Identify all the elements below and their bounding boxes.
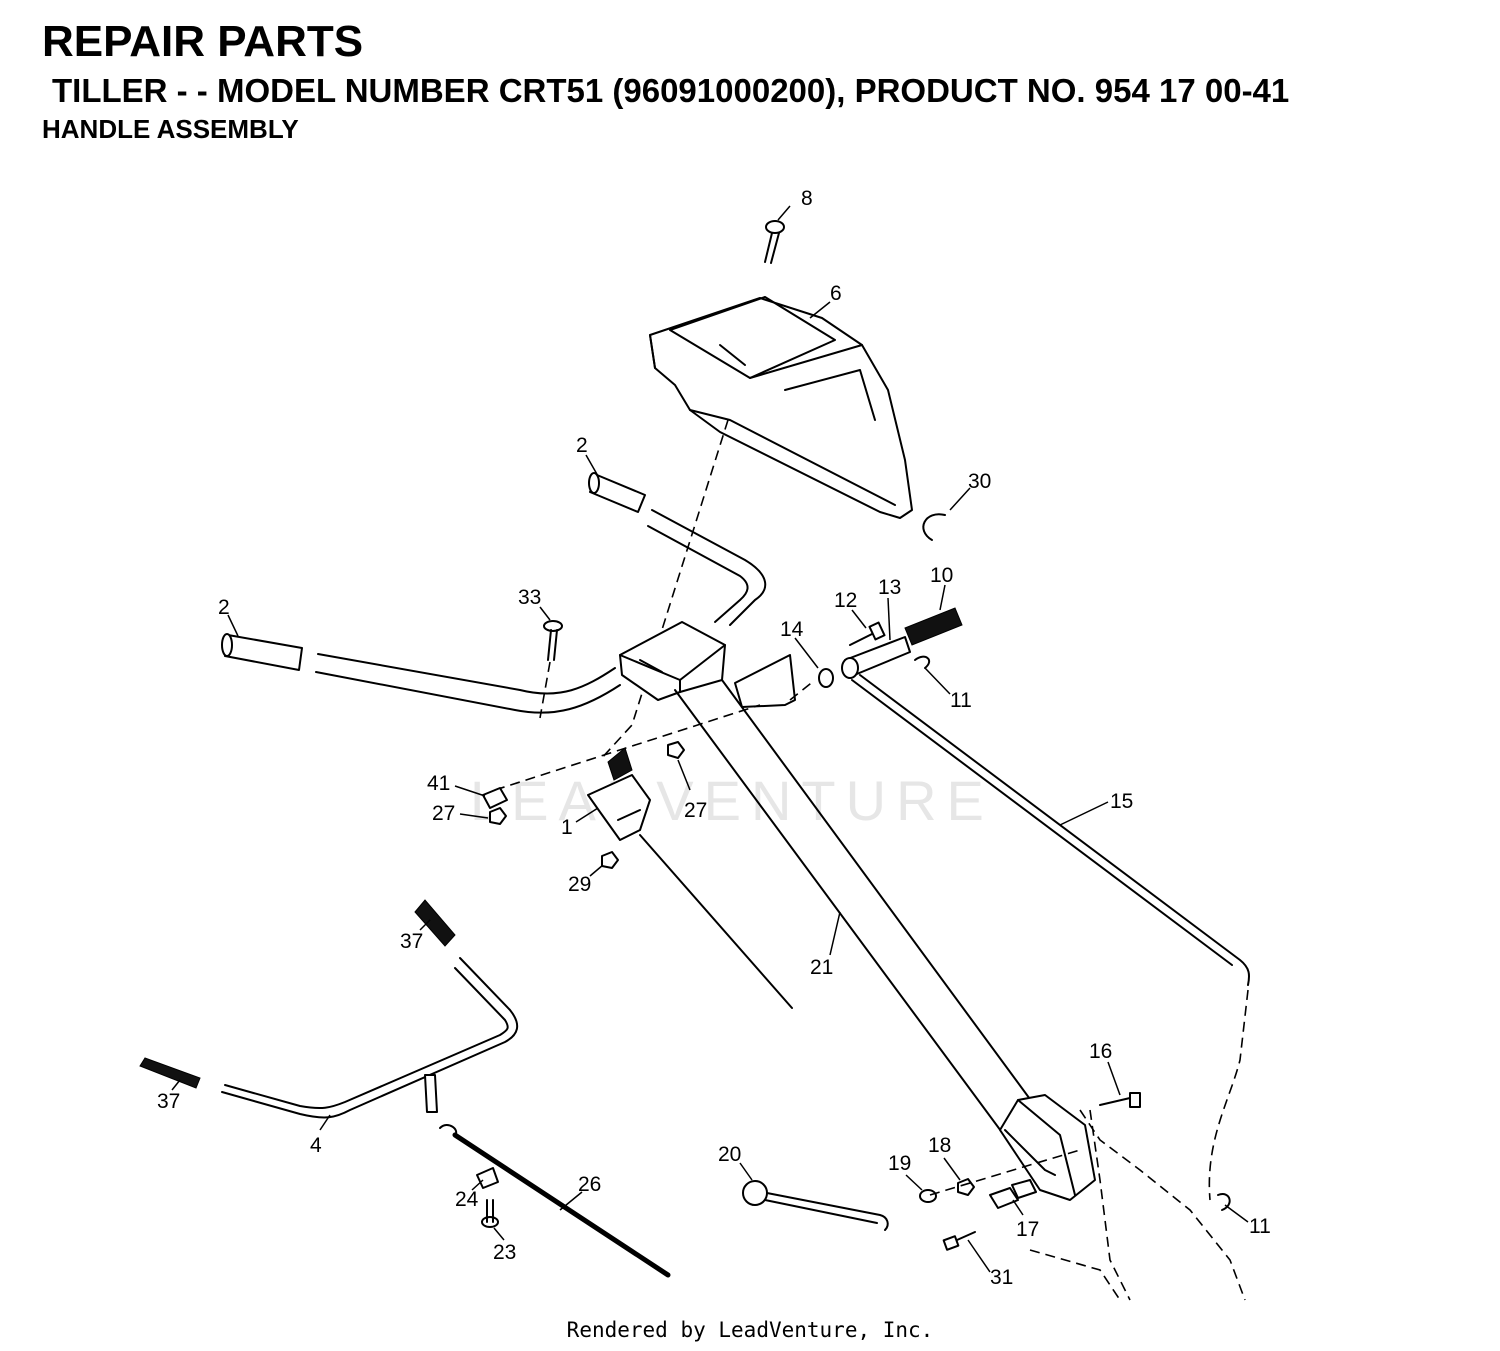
part-14-spacer bbox=[818, 668, 834, 688]
cable-hook bbox=[439, 1124, 458, 1136]
alignment-line-15 bbox=[1208, 989, 1249, 1201]
frame-outline bbox=[1079, 1109, 1246, 1301]
callout-29: 29 bbox=[568, 873, 591, 896]
callout-19: 19 bbox=[888, 1152, 911, 1175]
handlebar bbox=[315, 509, 767, 714]
callout-31: 31 bbox=[990, 1266, 1013, 1289]
part-18-nut bbox=[957, 1178, 975, 1196]
callout-17: 17 bbox=[1016, 1218, 1039, 1241]
part-33-bolt bbox=[543, 620, 563, 661]
model-subtitle: TILLER - - MODEL NUMBER CRT51 (960910002… bbox=[52, 72, 1290, 109]
part-2-grip-left bbox=[221, 633, 303, 671]
part-19-washer bbox=[919, 1189, 937, 1203]
callout-41: 41 bbox=[427, 772, 450, 795]
part-11-pin-upper bbox=[914, 655, 931, 669]
part-10-grip bbox=[904, 607, 963, 646]
callout-37-upper: 37 bbox=[400, 930, 423, 953]
part-29-nut bbox=[601, 851, 619, 869]
part-30-clip bbox=[922, 513, 946, 541]
part-24-clip bbox=[476, 1167, 499, 1189]
callout-15: 15 bbox=[1110, 790, 1133, 813]
watermark-text: LEADVENTURE bbox=[470, 769, 994, 832]
callout-6: 6 bbox=[830, 282, 842, 305]
part-2-grip-upper bbox=[588, 472, 646, 513]
frame-outline-2 bbox=[1029, 1249, 1121, 1301]
part-15-rod bbox=[859, 674, 1250, 986]
callout-10: 10 bbox=[930, 564, 953, 587]
callout-26: 26 bbox=[578, 1173, 601, 1196]
page-title: REPAIR PARTS bbox=[42, 17, 364, 66]
part-8-screw bbox=[764, 220, 785, 264]
page-header: REPAIR PARTS TILLER - - MODEL NUMBER CRT… bbox=[42, 17, 1290, 145]
callout-21: 21 bbox=[810, 956, 833, 979]
part-21-handle-tube bbox=[619, 621, 1096, 1201]
callout-11-lower: 11 bbox=[1249, 1215, 1271, 1238]
alignment-line-pivot bbox=[929, 1149, 1081, 1196]
part-27-nut-right bbox=[667, 741, 685, 759]
callout-24: 24 bbox=[455, 1188, 479, 1211]
part-31-bolt bbox=[942, 1231, 976, 1251]
part-13-pivot bbox=[841, 636, 911, 679]
part-16-bolt bbox=[1099, 1092, 1141, 1108]
callout-27-left: 27 bbox=[432, 802, 455, 825]
part-37-grip-upper bbox=[414, 899, 456, 947]
callout-12: 12 bbox=[834, 589, 857, 612]
alignment-line-41 bbox=[494, 704, 761, 791]
part-23-bolt bbox=[481, 1199, 499, 1228]
callout-30: 30 bbox=[968, 470, 991, 493]
part-12-bolt bbox=[849, 621, 886, 646]
section-title: HANDLE ASSEMBLY bbox=[42, 114, 299, 144]
callout-2-left: 2 bbox=[218, 596, 230, 619]
callout-2-upper: 2 bbox=[576, 434, 588, 457]
frame-outline-3 bbox=[1089, 1109, 1131, 1301]
part-17-plates bbox=[989, 1179, 1037, 1209]
part-15-rod-edge bbox=[851, 679, 1233, 966]
part-6-console bbox=[649, 296, 913, 519]
alignment-line-console bbox=[599, 419, 729, 761]
alignment-line-bolt bbox=[539, 661, 551, 719]
callout-33: 33 bbox=[518, 586, 541, 609]
callout-11-upper: 11 bbox=[950, 689, 972, 712]
callout-8: 8 bbox=[801, 187, 813, 210]
callout-37-left: 37 bbox=[157, 1090, 180, 1113]
part-37-grip-left bbox=[139, 1057, 201, 1089]
part-20-shift-lever bbox=[742, 1180, 889, 1231]
part-1-control-bracket bbox=[587, 747, 651, 841]
callout-23: 23 bbox=[493, 1241, 516, 1264]
callout-13: 13 bbox=[878, 576, 901, 599]
callout-20: 20 bbox=[718, 1143, 741, 1166]
part-41-clip bbox=[482, 787, 508, 809]
part-26-cable bbox=[452, 1132, 671, 1278]
part-27-nut-left bbox=[489, 807, 507, 825]
callout-4: 4 bbox=[310, 1134, 322, 1157]
callout-27-right: 27 bbox=[684, 799, 707, 822]
part-4-lower-handle bbox=[221, 957, 519, 1119]
callout-16: 16 bbox=[1089, 1040, 1112, 1063]
alignment-line-14 bbox=[789, 679, 816, 701]
control-rod bbox=[639, 834, 793, 1009]
part-11-pin-lower bbox=[1217, 1193, 1231, 1211]
callout-18: 18 bbox=[928, 1134, 951, 1157]
callout-14: 14 bbox=[780, 618, 804, 641]
footer-credit: Rendered by LeadVenture, Inc. bbox=[566, 1318, 934, 1342]
callout-1: 1 bbox=[561, 816, 573, 839]
